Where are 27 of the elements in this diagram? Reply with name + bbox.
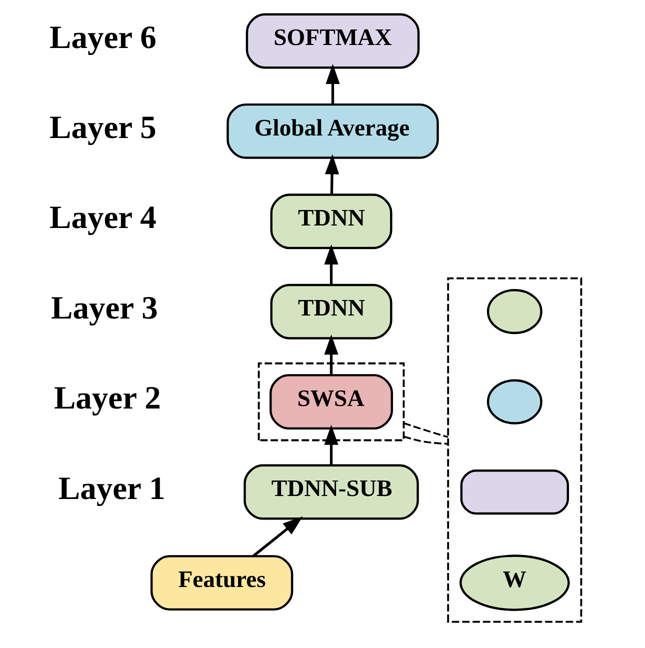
- connector: [403, 436, 448, 445]
- node-ellipse: W: [460, 554, 570, 611]
- label: Layer 2: [54, 380, 161, 417]
- node-box: TDNN: [270, 194, 392, 250]
- cluster: [447, 277, 582, 623]
- arrow: [326, 64, 340, 104]
- label: Layer 3: [51, 290, 158, 326]
- arrow: [324, 154, 340, 195]
- arrow: [324, 244, 338, 285]
- label: Layer 4: [50, 200, 156, 236]
- node-box: TDNN-SUB: [244, 464, 419, 520]
- arrow: [324, 334, 338, 376]
- connector: [403, 422, 448, 438]
- node-circle: [486, 379, 542, 424]
- node-box: SOFTMAX: [246, 13, 420, 69]
- label: Layer 6: [50, 20, 156, 56]
- label: Layer 5: [50, 110, 156, 146]
- arrow: [252, 516, 303, 557]
- node-box: TDNN: [270, 284, 392, 340]
- label: Layer 1: [58, 470, 166, 507]
- arrow: [324, 424, 338, 466]
- node-box: SWSA: [270, 374, 393, 430]
- node-box: [460, 469, 569, 515]
- node-box: Global Average: [226, 103, 439, 159]
- node-box: Features: [150, 555, 294, 611]
- node-circle: [486, 289, 542, 334]
- cluster: [258, 362, 405, 442]
